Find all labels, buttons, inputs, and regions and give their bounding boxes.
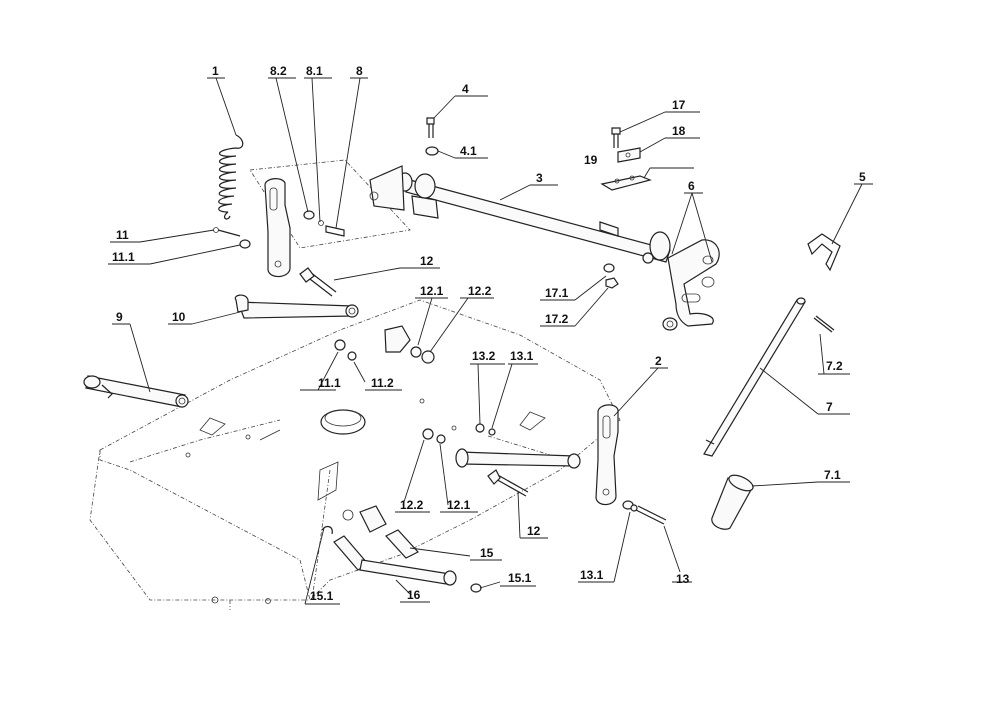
label-11-2: 11.2: [371, 376, 394, 390]
label-19: 19: [584, 153, 598, 167]
label-2: 2: [655, 354, 662, 368]
label-4: 4: [462, 82, 469, 96]
label-13: 13: [676, 572, 690, 586]
label-3: 3: [536, 171, 543, 185]
nuts-mid-left: [334, 325, 435, 364]
parts-17-18-19: [600, 127, 652, 191]
label-13-2: 13.2: [472, 349, 496, 363]
spring-part: [218, 134, 244, 220]
label-13-1-lower: 13.1: [580, 568, 604, 582]
left-lever-plate: [213, 178, 345, 278]
link-assembly-15-16: [321, 505, 482, 593]
label-8-1: 8.1: [306, 64, 323, 78]
label-5: 5: [859, 170, 866, 184]
label-12-upper: 12: [420, 254, 434, 268]
bolt-13: [630, 504, 667, 525]
label-15: 15: [480, 546, 494, 560]
clip-5: [807, 233, 841, 272]
label-6: 6: [688, 179, 695, 193]
label-4-1: 4.1: [460, 144, 477, 158]
label-18: 18: [672, 124, 686, 138]
label-10: 10: [172, 310, 186, 324]
label-7-2: 7.2: [826, 359, 843, 373]
label-11: 11: [116, 228, 129, 242]
label-11-1-lower: 11.1: [318, 376, 341, 390]
pin-7-2: [813, 315, 835, 333]
label-12-1-upper: 12.1: [420, 284, 444, 298]
label-17-2: 17.2: [545, 312, 569, 326]
label-12-2-upper: 12.2: [468, 284, 492, 298]
bolt-4: [425, 117, 439, 156]
label-16: 16: [407, 588, 421, 602]
grip-7-1: [711, 474, 754, 530]
label-8-2: 8.2: [270, 64, 287, 78]
label-12-lower: 12: [527, 524, 541, 538]
label-15-1-left: 15.1: [310, 589, 334, 603]
label-17-1: 17.1: [545, 286, 569, 300]
leader-lines: [108, 77, 873, 605]
right-lever-plate-2: [595, 404, 634, 510]
label-12-2-lower: 12.2: [400, 498, 424, 512]
nuts-17: [603, 263, 619, 289]
label-9: 9: [116, 310, 123, 324]
bracket-6: [662, 239, 720, 331]
part-labels: 1 8.2 8.1 8 4 4.1 17 18 19 3 6 5 11 11.1…: [112, 64, 866, 603]
label-15-1-right: 15.1: [508, 571, 532, 585]
label-13-1-upper: 13.1: [510, 349, 534, 363]
bolt-12-lower: [487, 469, 529, 497]
main-shaft-3: [369, 165, 671, 264]
bolt-12-upper: [299, 267, 337, 297]
rod-7: [703, 297, 806, 457]
label-17: 17: [672, 98, 686, 112]
label-7-1: 7.1: [824, 468, 841, 482]
label-8: 8: [356, 64, 363, 78]
link-rod-10: [234, 294, 359, 319]
label-11-1-upper: 11.1: [112, 250, 135, 264]
label-1: 1: [212, 64, 219, 78]
link-rod-lower: [422, 428, 581, 469]
label-7: 7: [826, 400, 833, 414]
link-rod-9: [83, 375, 189, 408]
mower-deck-outline: [89, 299, 621, 610]
label-12-1-lower: 12.1: [447, 498, 471, 512]
